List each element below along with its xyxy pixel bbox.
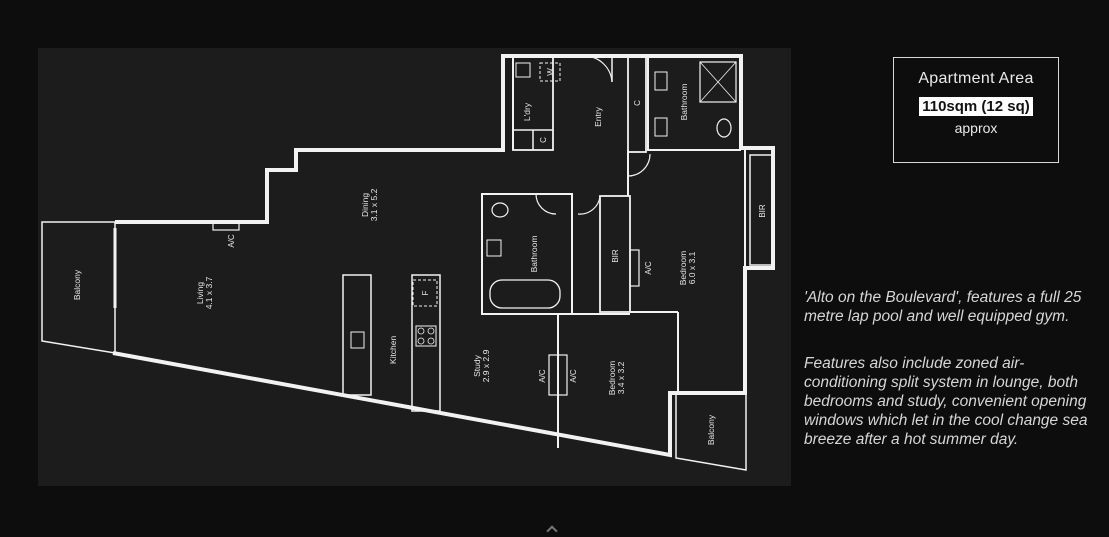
fridge-box — [412, 279, 438, 307]
toilet-main — [491, 202, 509, 218]
room-label-balcony-left: Balcony — [72, 269, 82, 300]
ensuite-outline — [647, 55, 741, 151]
cupboard-label-2: C — [633, 100, 642, 106]
entry-door-swing — [585, 55, 613, 83]
bir-2-box — [749, 154, 773, 266]
floor-plan-drawing: Balcony Living 4.1 x 3.7 Dining 3.1 x 5.… — [41, 54, 775, 471]
description-paragraph-1: 'Alto on the Boulevard', features a full… — [804, 289, 1082, 325]
ac-label-bedroom-2: A/C — [569, 369, 578, 383]
floor-plan-panel: Balcony Living 4.1 x 3.7 Dining 3.1 x 5.… — [38, 48, 791, 486]
room-label-bedroom-1: Bedroom — [678, 251, 688, 286]
ac-unit-bedroom2 — [557, 354, 568, 396]
ac-label-bedroom-1: A/C — [644, 261, 653, 275]
room-label-bedroom-2: Bedroom — [607, 361, 617, 396]
kitchen-island — [342, 274, 372, 396]
washer-box — [539, 62, 561, 82]
room-label-study: Study — [472, 354, 482, 376]
apartment-area-box: Apartment Area 110sqm (12 sq) approx — [893, 57, 1059, 163]
bir-label-1: BIR — [611, 249, 620, 263]
room-label-dining: Dining — [360, 193, 370, 217]
room-label-balcony-right: Balcony — [706, 414, 716, 445]
apartment-area-title: Apartment Area — [918, 70, 1034, 87]
cooktop — [415, 325, 437, 347]
room-label-bathroom-main: Bathroom — [529, 236, 539, 273]
ac-unit-living — [212, 221, 240, 231]
room-size-bedroom-2: 3.4 x 3.2 — [616, 361, 626, 394]
apartment-area-note: approx — [954, 120, 998, 136]
room-size-living: 4.1 x 3.7 — [204, 276, 214, 309]
bir-label-2: BIR — [758, 204, 767, 218]
balcony-right-outline — [675, 392, 747, 471]
room-size-dining: 3.1 x 5.2 — [369, 188, 379, 221]
room-size-study: 2.9 x 2.9 — [481, 349, 491, 382]
room-size-bedroom-1: 6.0 x 3.1 — [687, 251, 697, 284]
shower — [699, 61, 737, 103]
washer-label: W — [546, 68, 555, 76]
room-label-living: Living — [195, 282, 205, 304]
outer-wall — [112, 54, 775, 458]
balcony-left-outline — [41, 221, 116, 354]
room-label-laundry: L'dry — [522, 102, 532, 121]
ac-unit-study — [548, 354, 559, 396]
apartment-area-value: 110sqm (12 sq) — [919, 97, 1033, 116]
ac-label-living: A/C — [227, 234, 236, 248]
toilet-ensuite — [716, 118, 732, 138]
entry-cupboard — [627, 55, 647, 153]
fridge-label: F — [421, 290, 430, 295]
description-paragraph-2: Features also include zoned air-conditio… — [804, 355, 1088, 448]
main-bathroom-outline — [481, 193, 573, 315]
bathtub — [489, 279, 561, 309]
room-label-entry: Entry — [593, 106, 603, 127]
room-label-kitchen: Kitchen — [388, 336, 398, 365]
ac-unit-bedroom1 — [629, 249, 640, 287]
ac-label-study: A/C — [538, 369, 547, 383]
sink-laundry — [515, 62, 531, 78]
cupboard-label-1: C — [539, 137, 548, 143]
room-label-bathroom-ensuite: Bathroom — [679, 84, 689, 121]
kitchen-bench — [411, 274, 441, 412]
